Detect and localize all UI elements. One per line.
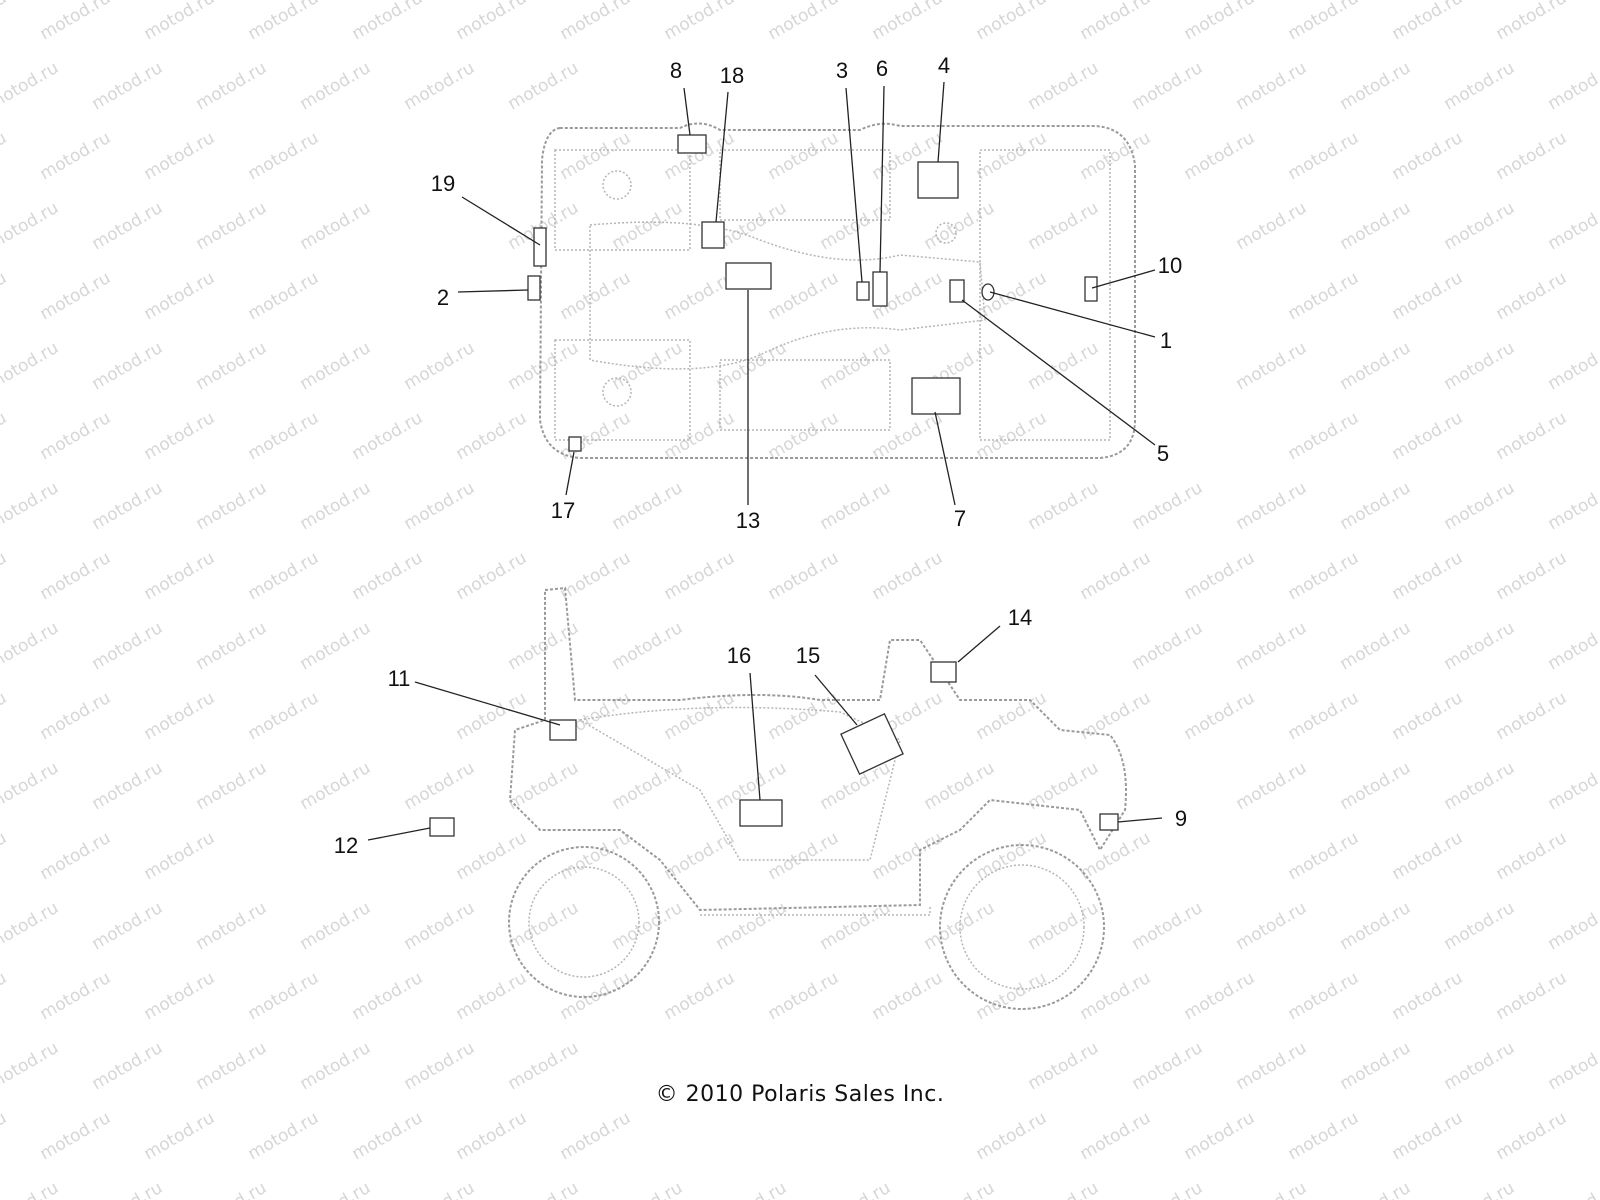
callout-number: 9 xyxy=(1175,806,1187,831)
leader-line xyxy=(565,451,575,496)
callout-5: 5 xyxy=(949,279,1169,466)
decal-marker xyxy=(872,271,888,307)
decal-marker xyxy=(917,161,959,199)
callout-number: 13 xyxy=(736,508,760,533)
leader-line xyxy=(1091,269,1156,289)
decal-marker xyxy=(568,436,582,452)
callout-15: 15 xyxy=(796,643,904,775)
leader-line xyxy=(461,196,541,246)
callout-number: 7 xyxy=(954,506,966,531)
callout-number: 19 xyxy=(431,171,455,196)
callout-14: 14 xyxy=(930,605,1032,683)
callout-number: 4 xyxy=(938,53,950,78)
decal-marker xyxy=(856,281,870,301)
decal-marker xyxy=(429,817,455,837)
callout-12: 12 xyxy=(334,817,455,858)
callout-number: 6 xyxy=(876,56,888,81)
decal-marker xyxy=(549,719,577,741)
callout-8: 8 xyxy=(670,58,707,154)
callout-number: 14 xyxy=(1008,605,1032,630)
callout-3: 3 xyxy=(836,58,870,301)
side-view xyxy=(508,586,1127,1010)
decal-marker xyxy=(949,279,965,303)
callout-4: 4 xyxy=(917,53,959,199)
decal-marker xyxy=(911,377,961,415)
callout-10: 10 xyxy=(1084,253,1182,302)
copyright-text: © 2010 Polaris Sales Inc. xyxy=(655,1082,945,1107)
callout-19: 19 xyxy=(431,171,547,267)
leader-line xyxy=(414,681,561,726)
copyright-row: © 2010 Polaris Sales Inc. xyxy=(0,1082,1600,1107)
decal-marker xyxy=(981,283,995,301)
callout-number: 16 xyxy=(727,643,751,668)
leader-line xyxy=(749,672,761,801)
callout-number: 18 xyxy=(720,63,744,88)
callout-6: 6 xyxy=(872,56,888,307)
callout-number: 5 xyxy=(1157,441,1169,466)
callout-number: 3 xyxy=(836,58,848,83)
callout-number: 12 xyxy=(334,833,358,858)
decal-marker xyxy=(533,227,547,267)
callout-11: 11 xyxy=(388,666,577,741)
leader-line xyxy=(683,87,691,136)
leader-line xyxy=(957,625,1001,663)
callout-9: 9 xyxy=(1099,806,1187,831)
leader-line xyxy=(457,289,529,293)
leader-line xyxy=(845,87,863,283)
leader-line xyxy=(715,91,729,223)
leader-line xyxy=(937,81,945,163)
decal-marker xyxy=(701,221,725,249)
callout-number: 15 xyxy=(796,643,820,668)
decal-marker xyxy=(739,799,783,827)
decal-marker xyxy=(725,262,772,290)
leader-line xyxy=(1117,817,1163,823)
callout-13: 13 xyxy=(725,262,772,533)
top-view xyxy=(538,122,1136,459)
decal-marker xyxy=(840,713,904,775)
callout-number: 8 xyxy=(670,58,682,83)
decal-marker xyxy=(527,275,541,301)
callout-number: 10 xyxy=(1158,253,1182,278)
decal-marker xyxy=(677,134,707,154)
callout-7: 7 xyxy=(911,377,966,531)
decal-marker xyxy=(1084,276,1098,302)
callout-16: 16 xyxy=(727,643,783,827)
callout-number: 1 xyxy=(1160,328,1172,353)
leader-line xyxy=(814,674,858,726)
callout-2: 2 xyxy=(437,275,541,310)
leader-line xyxy=(934,411,956,506)
callout-number: 11 xyxy=(388,666,411,691)
decal-marker xyxy=(930,661,957,683)
leader-line xyxy=(989,291,1156,338)
leader-line xyxy=(879,85,885,273)
leader-line xyxy=(961,299,1156,446)
callout-18: 18 xyxy=(701,63,744,249)
leader-line xyxy=(367,827,431,841)
callout-17: 17 xyxy=(551,436,582,523)
callout-number: 17 xyxy=(551,498,575,523)
callout-1: 1 xyxy=(981,283,1172,353)
decal-marker xyxy=(1099,813,1119,831)
callout-number: 2 xyxy=(437,285,449,310)
